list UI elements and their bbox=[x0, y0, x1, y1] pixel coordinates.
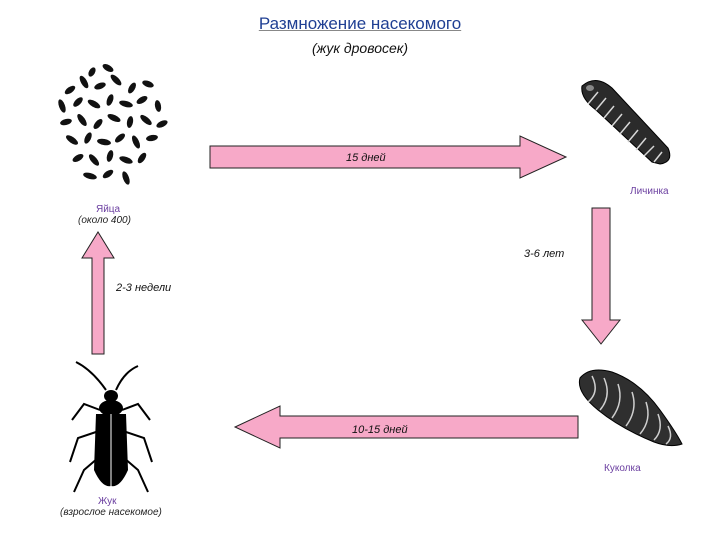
pupa-illustration bbox=[578, 369, 683, 447]
pupa-label: Куколка bbox=[604, 463, 641, 474]
duration-eggs-to-larva: 15 дней bbox=[346, 152, 386, 164]
beetle-label: Жук bbox=[98, 496, 117, 507]
duration-beetle-to-eggs: 2-3 недели bbox=[116, 282, 172, 294]
diagram-subtitle: (жук дровосек) bbox=[311, 40, 409, 56]
arrow-eggs-to-larva bbox=[209, 135, 568, 179]
arrow-beetle-to-eggs bbox=[81, 231, 115, 355]
eggs-illustration bbox=[58, 64, 168, 185]
eggs-label: Яйца bbox=[96, 204, 121, 215]
larva-illustration bbox=[581, 80, 671, 165]
arrow-pupa-to-beetle bbox=[233, 405, 579, 449]
duration-pupa-to-beetle: 10-15 дней bbox=[352, 424, 408, 436]
arrow-larva-to-pupa bbox=[580, 207, 622, 345]
beetle-note: (взрослое насекомое) bbox=[60, 507, 162, 518]
beetle-illustration bbox=[69, 361, 153, 493]
larva-label: Личинка bbox=[630, 186, 669, 197]
eggs-note: (около 400) bbox=[78, 215, 131, 226]
diagram-title: Размножение насекомого bbox=[258, 14, 462, 33]
duration-larva-to-pupa: 3-6 лет bbox=[524, 248, 565, 260]
